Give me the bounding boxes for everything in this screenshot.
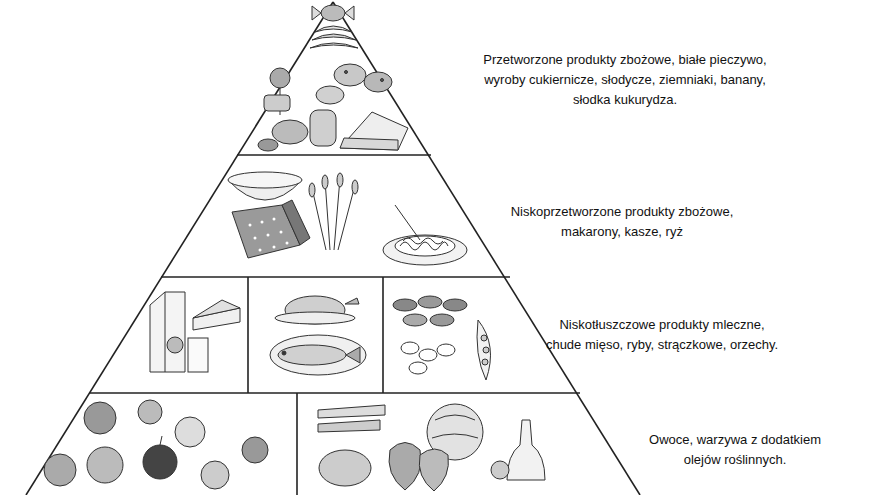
grain-illustration — [228, 172, 358, 258]
cake-illustration — [310, 110, 408, 150]
meat-fish-illustration — [270, 296, 366, 375]
legumes-illustration — [393, 296, 491, 380]
tier-description: Niskotłuszczowe produkty mleczne, chude … — [542, 315, 782, 355]
fruit-illustration — [44, 400, 268, 489]
potatoes-illustration — [316, 64, 392, 104]
dairy-illustration — [150, 292, 240, 372]
tier-description: Niskoprzetworzone produkty zbożowe, maka… — [492, 202, 752, 242]
tier-description: Owoce, warzywa z dodatkiem olejów roślin… — [635, 430, 835, 470]
tier-description: Przetworzone produkty zbożowe, białe pie… — [470, 50, 780, 110]
pasta-illustration — [383, 205, 467, 265]
vegetable-illustration — [318, 404, 545, 491]
